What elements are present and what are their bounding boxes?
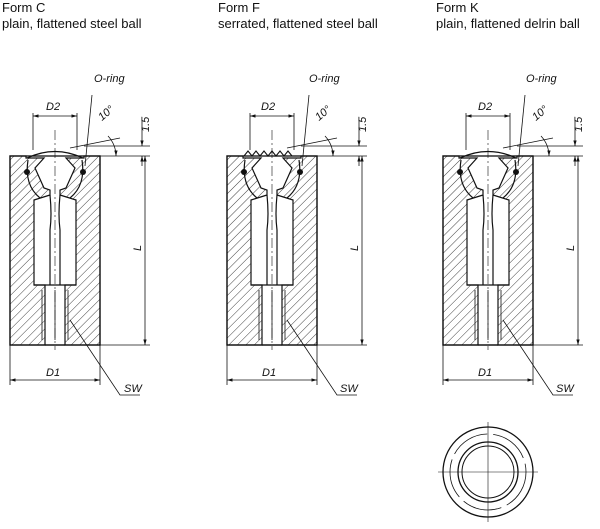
form-c-heading: Form C plain, flattened steel ball — [2, 0, 141, 32]
d1-label-f: D1 — [262, 367, 276, 379]
form-k-title: Form K — [436, 0, 479, 15]
form-f-drawing — [227, 95, 367, 395]
form-k-heading: Form K plain, flattened delrin ball — [436, 0, 580, 32]
length-label-k: L — [565, 245, 577, 251]
oring-label-k: O-ring — [526, 73, 557, 85]
top-view-drawing — [438, 422, 538, 522]
form-c-drawing — [10, 95, 150, 395]
angle-label-c: 10° — [96, 103, 117, 123]
height-label-c: 1.5 — [140, 116, 152, 132]
d2-label-f: D2 — [261, 101, 275, 113]
sw-label-k: SW — [556, 383, 575, 395]
form-f-title: Form F — [218, 0, 260, 15]
form-c-subtitle: plain, flattened steel ball — [2, 16, 142, 31]
form-f-subtitle: serrated, flattened steel ball — [218, 16, 378, 31]
form-c-title: Form C — [2, 0, 46, 15]
d1-label-k: D1 — [478, 367, 492, 379]
sw-label-c: SW — [124, 383, 143, 395]
oring-label-c: O-ring — [94, 73, 125, 85]
d2-label-c: D2 — [46, 101, 60, 113]
d1-label-c: D1 — [46, 367, 60, 379]
form-k-subtitle: plain, flattened delrin ball — [436, 16, 580, 31]
sw-label-f: SW — [340, 383, 359, 395]
length-label-f: L — [349, 245, 361, 251]
form-k-drawing — [443, 95, 583, 395]
length-label-c: L — [132, 245, 144, 251]
oring-label-f: O-ring — [309, 73, 340, 85]
angle-label-k: 10° — [530, 103, 551, 123]
angle-label-f: 10° — [313, 103, 334, 123]
d2-label-k: D2 — [478, 101, 492, 113]
height-label-k: 1.5 — [573, 116, 585, 132]
height-label-f: 1.5 — [357, 116, 369, 132]
form-f-heading: Form F serrated, flattened steel ball — [218, 0, 378, 32]
